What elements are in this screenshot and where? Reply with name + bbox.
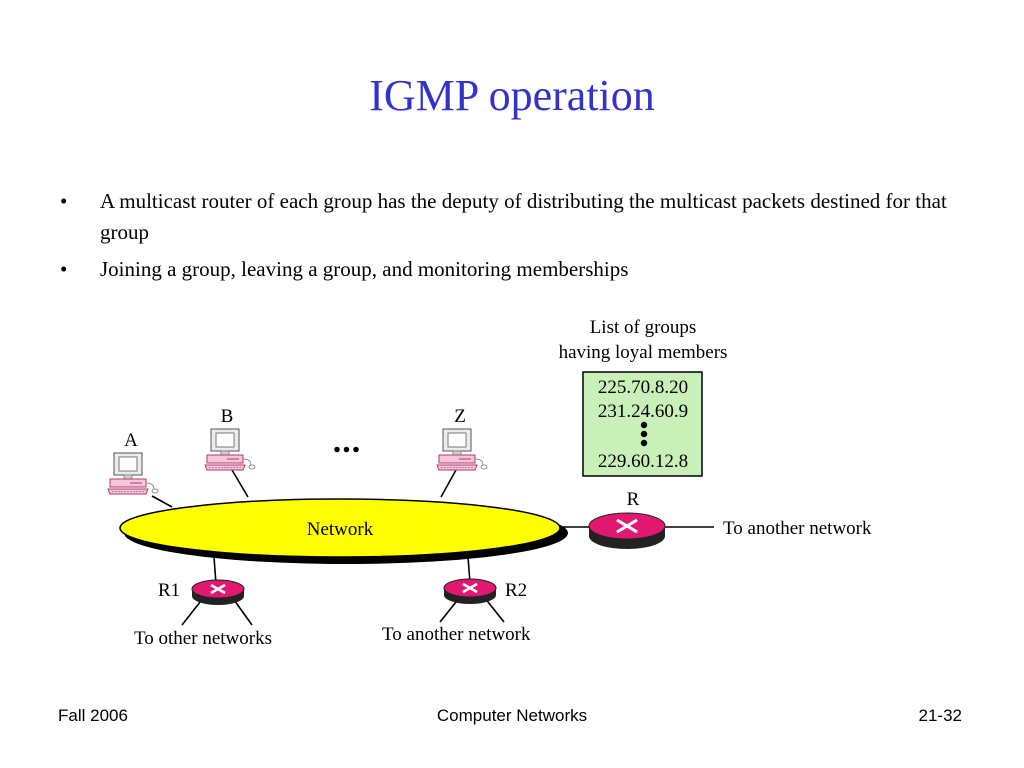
footer-left: Fall 2006 — [58, 706, 128, 725]
group-address: 229.60.12.8 — [598, 451, 688, 472]
host-b-computer-icon — [204, 428, 256, 471]
hosts-ellipsis: ... — [333, 423, 362, 460]
network-ellipse — [119, 498, 568, 564]
router-r2-icon — [443, 578, 497, 604]
router-r2-link-label: To another network — [382, 624, 531, 645]
network-label: Network — [307, 519, 374, 540]
footer-center: Computer Networks — [436, 706, 588, 725]
host-z-computer-icon — [436, 428, 488, 471]
bullet-item: •A multicast router of each group has th… — [60, 189, 947, 244]
router-r1-icon — [191, 579, 245, 605]
host-b-label: B — [221, 406, 234, 427]
host-z-label: Z — [454, 406, 466, 427]
router-r-icon — [588, 512, 666, 549]
router-r1-link-label: To other networks — [134, 628, 272, 649]
host-a-computer-icon — [107, 452, 159, 495]
bullet-item: •Joining a group, leaving a group, and m… — [60, 257, 629, 281]
router-r2-label: R2 — [505, 580, 527, 601]
group-address: 231.24.60.9 — [598, 401, 688, 422]
router-r-label: R — [627, 489, 640, 510]
slide-title: IGMP operation — [369, 71, 655, 120]
bullet-text: A multicast router of each group has the… — [100, 189, 947, 244]
router-r1-label: R1 — [158, 580, 180, 601]
groups-caption-line2: having loyal members — [559, 342, 728, 363]
groups-caption-line1: List of groups — [590, 317, 697, 338]
groups-ellipsis-icon — [640, 421, 648, 447]
host-a-label: A — [124, 430, 138, 451]
group-address: 225.70.8.20 — [598, 377, 688, 398]
footer-page-number: 21-32 — [918, 706, 962, 725]
bullet-list: •A multicast router of each group has th… — [58, 186, 978, 291]
router-r-link-label: To another network — [723, 518, 872, 539]
bullet-text: Joining a group, leaving a group, and mo… — [100, 257, 629, 281]
